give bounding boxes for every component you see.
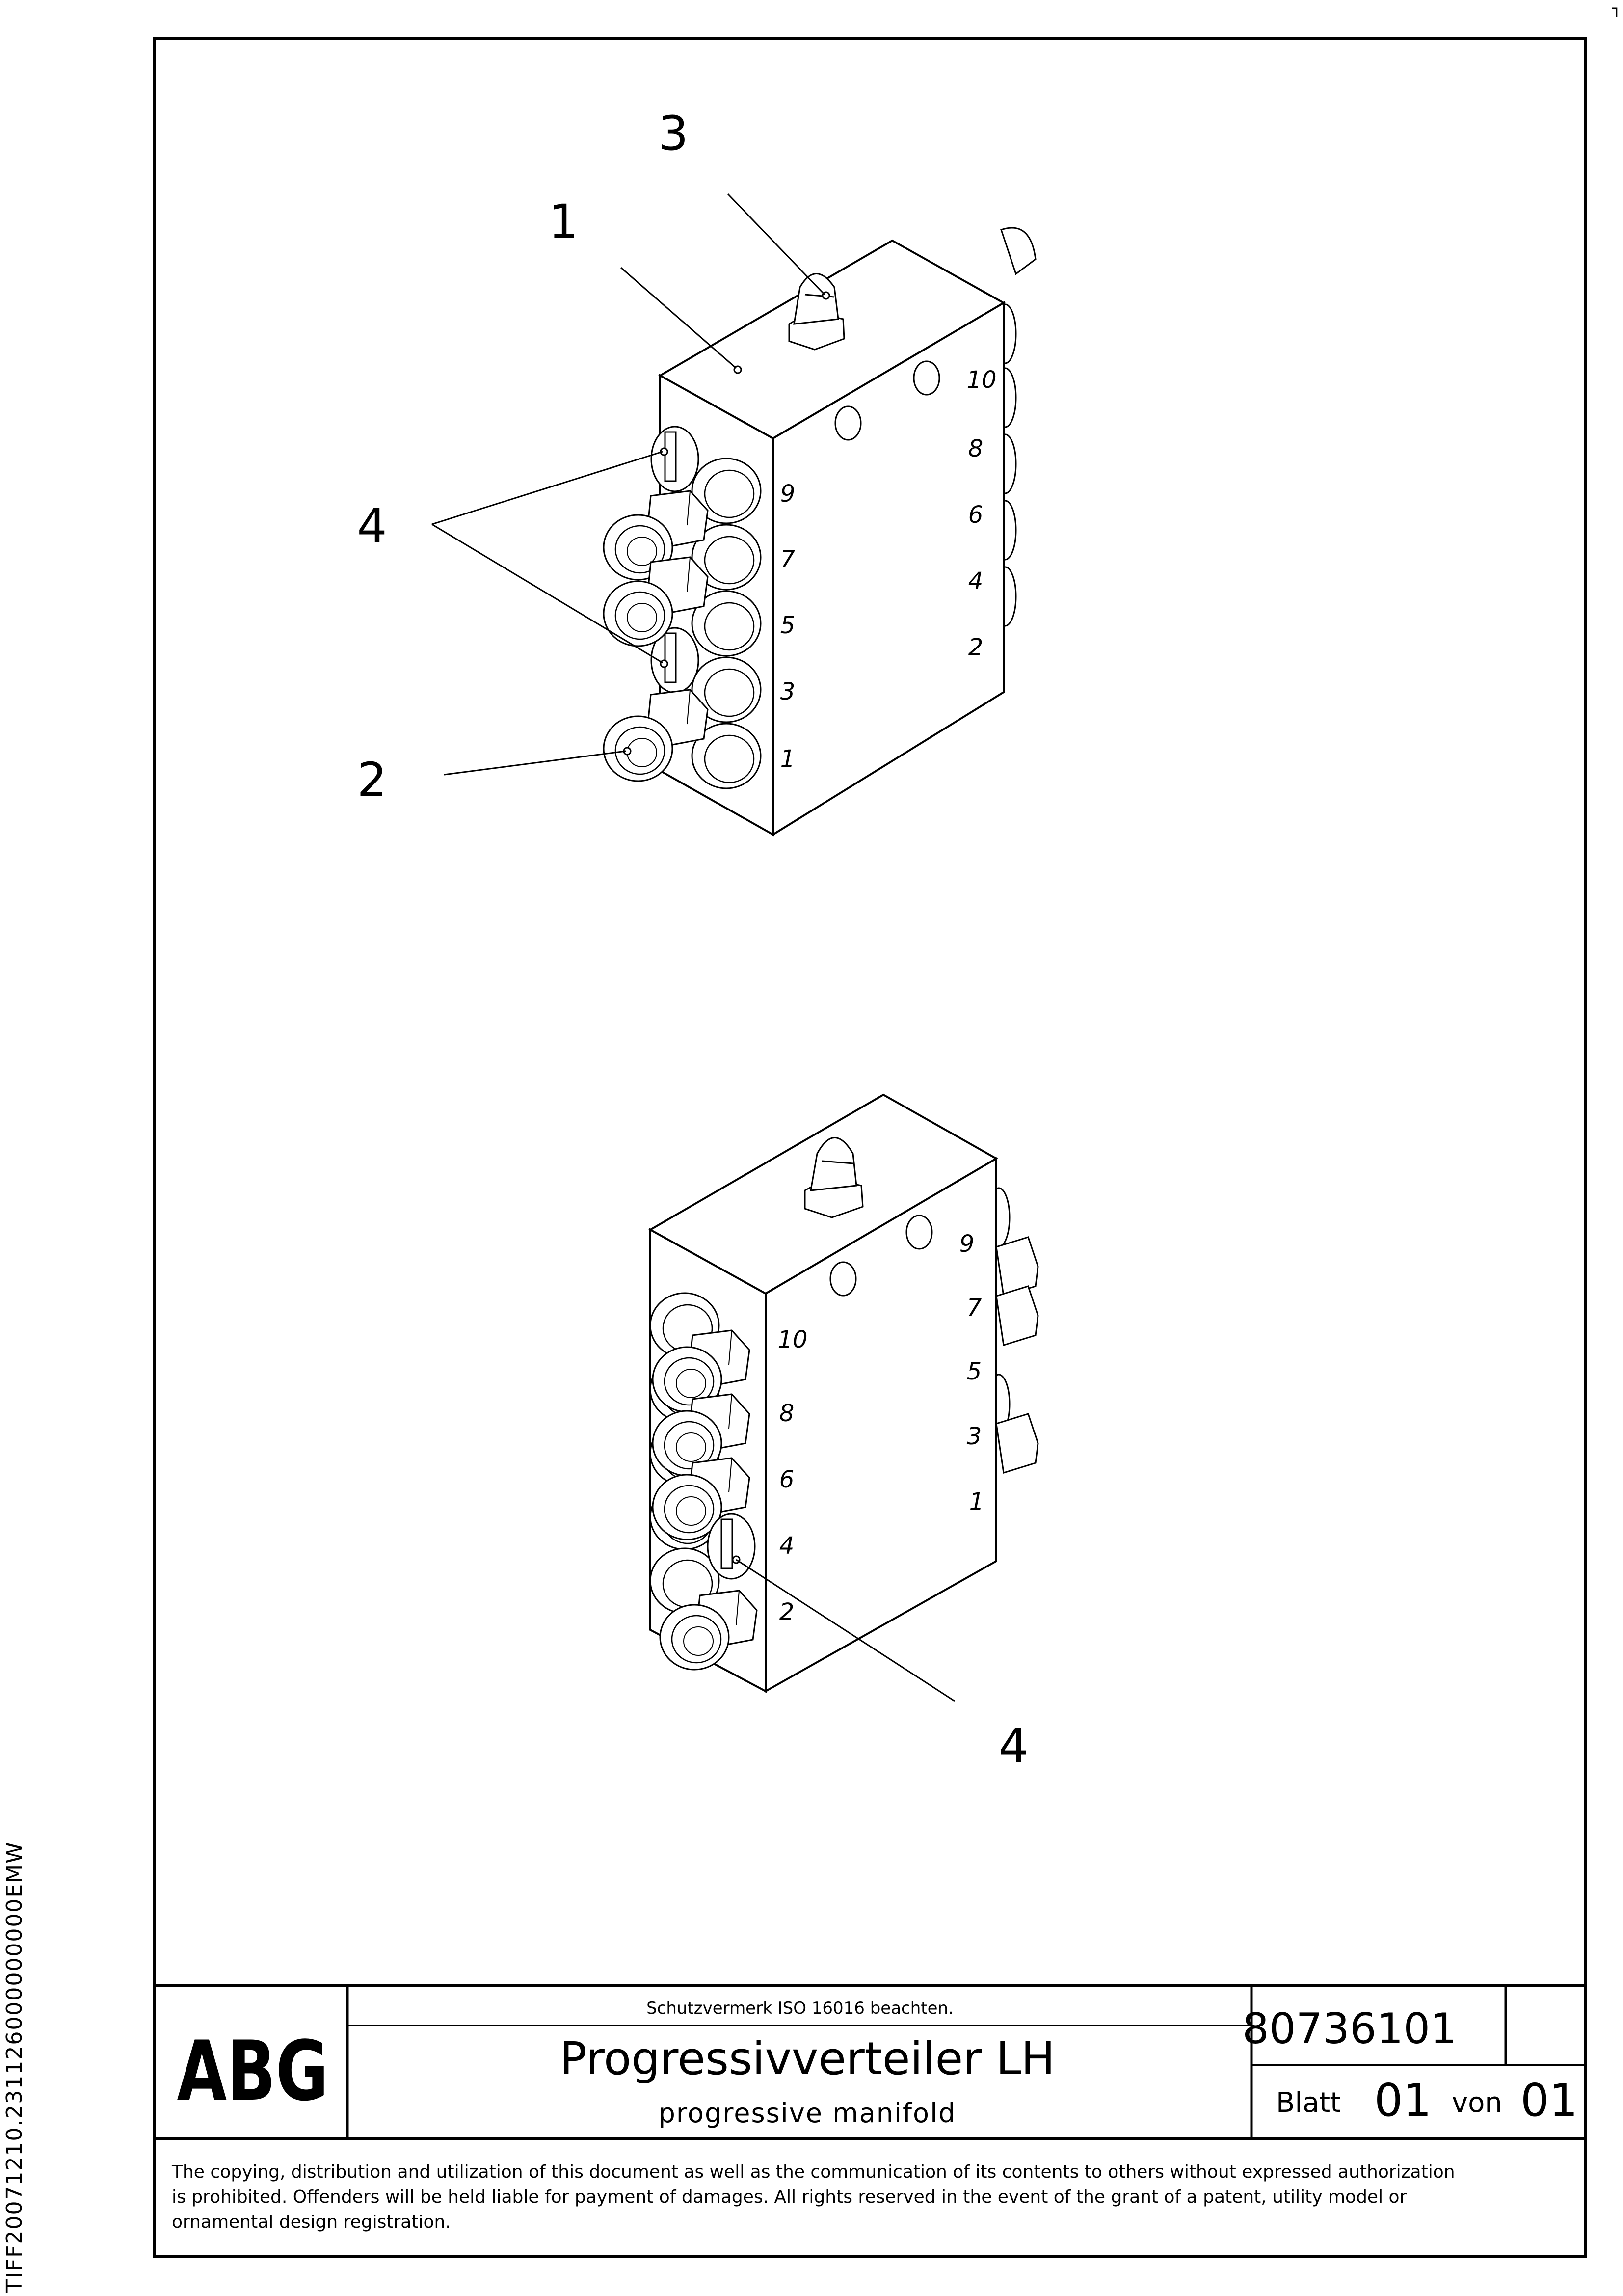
lower-outlet-label: 6	[779, 1466, 795, 1493]
callout-label: 4	[998, 1719, 1028, 1774]
upper-outlet-label: 4	[968, 567, 984, 595]
upper-outlet-label: 5	[780, 612, 796, 639]
lower-outlet-label: 8	[779, 1400, 795, 1427]
protection-note: Schutzvermerk ISO 16016 beachten.	[646, 1999, 954, 2018]
upper-manifold-view: 9 7 5 3 1 10 8 6 4 2 3 1 4 2	[357, 106, 1037, 837]
legal-notice-line: The copying, distribution and utilizatio…	[171, 2162, 1455, 2182]
legal-notice-line: ornamental design registration.	[172, 2212, 451, 2232]
upper-outlet-label: 7	[780, 545, 796, 573]
upper-outlet-label: 3	[780, 678, 796, 705]
upper-outlet-label: 1	[780, 745, 796, 773]
upper-outlet-label: 2	[968, 634, 984, 661]
company-logo: ABG	[177, 2023, 329, 2119]
sheet-label: Blatt	[1276, 2087, 1341, 2119]
outer-frame	[153, 37, 1587, 2258]
callout-label: 1	[548, 194, 578, 249]
lower-outlet-label: 2	[779, 1598, 795, 1626]
drawing-subtitle: progressive manifold	[659, 2098, 957, 2129]
legal-notice-line: is prohibited. Offenders will be held li…	[172, 2187, 1407, 2207]
callout-label: 2	[357, 753, 387, 808]
callout-label: 3	[658, 106, 688, 161]
lower-outlet-label: 4	[779, 1532, 795, 1560]
lower-outlet-label: 7	[967, 1294, 982, 1322]
of-label: von	[1452, 2087, 1502, 2119]
legal-notice: The copying, distribution and utilizatio…	[171, 2162, 1455, 2232]
sheet-total: 01	[1520, 2074, 1578, 2127]
lower-outlet-label: 1	[969, 1488, 984, 1515]
lower-manifold-view: 10 8 6 4 2 9 7 5 3 1 4	[648, 1093, 1039, 1774]
title-block	[155, 1984, 1585, 2140]
upper-outlet-label: 9	[780, 480, 796, 508]
lower-outlet-label: 3	[967, 1423, 982, 1450]
upper-outlet-label: 6	[968, 501, 984, 529]
drawing-title: Progressivverteiler LH	[559, 2032, 1055, 2085]
lower-outlet-label: 9	[959, 1230, 975, 1258]
upper-outlet-label: 10	[966, 366, 996, 394]
sheet-number: 01	[1374, 2074, 1432, 2127]
drawing-number: 80736101	[1242, 2004, 1457, 2053]
lower-outlet-label: 5	[967, 1358, 982, 1385]
lower-outlet-label: 10	[777, 1326, 807, 1353]
corner-mark: ┐	[1612, 0, 1621, 17]
callout-label: 4	[357, 499, 387, 554]
upper-outlet-label: 8	[968, 435, 984, 462]
